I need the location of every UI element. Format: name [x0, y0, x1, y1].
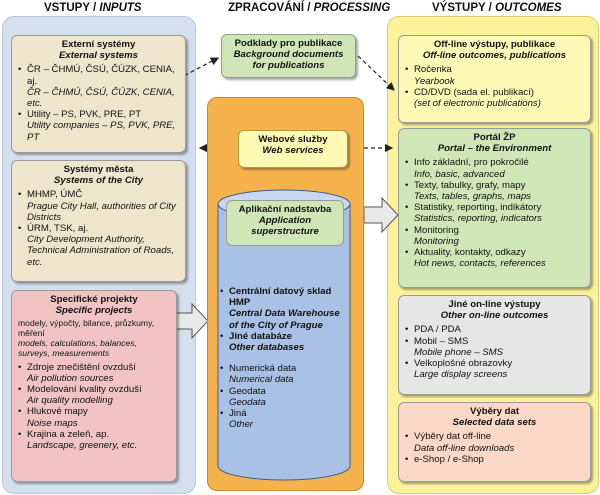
city-title-cz: Systémy města: [63, 164, 134, 175]
online-item: Velkoplošné obrazovky Large display scre…: [405, 358, 584, 380]
portal-item: Aktuality, kontakty, odkazy Hot news, co…: [405, 247, 584, 269]
portal-box: Portál ŽP Portal – the Environment Info …: [398, 128, 591, 288]
specific-title-en: Specific projects: [55, 305, 133, 317]
outputs-header: VÝSTUPY / OUTCOMES: [432, 2, 562, 14]
offline-item: Ročenka Yearbook: [405, 64, 584, 86]
online-item: Mobil – SMS Mobile phone – SMS: [405, 336, 584, 358]
specific-description: modely, výpočty, bilance, průzkumy, měře…: [18, 318, 155, 358]
db-item: Centrální datový sklad HMP Central Data …: [220, 286, 350, 331]
specific-item: Zdroje znečištění ovzduší Air pollution …: [18, 362, 170, 384]
city-title-en: Systems of the City: [53, 175, 144, 187]
city-item: MHMP, ÚMČ Prague City Hall, authorities …: [18, 189, 179, 223]
datasets-item: Výběry dat off-line Data off-line downlo…: [405, 431, 584, 453]
portal-item: Statistiky, reporting, indikátory Statis…: [405, 202, 584, 224]
specific-title-cz: Specifické projekty: [50, 294, 138, 305]
city-item: ÚRM, TSK, aj. City Development Authority…: [18, 223, 179, 268]
selected-data-sets-box: Výběry dat Selected data sets Výběry dat…: [398, 402, 591, 482]
block-arrow-outputs: [363, 196, 399, 234]
offline-item: CD/DVD (sada el. publikací) (set of elec…: [405, 87, 584, 109]
datasets-item: e-Shop / e-Shop: [405, 454, 584, 465]
specific-item: Modelování kvality ovzduší Air quality m…: [18, 384, 170, 406]
web-services-box: Webové služby Web services: [238, 130, 348, 168]
portal-item: Info základní, pro pokročilé Info, basic…: [405, 157, 584, 179]
db-plain-item: Numerická data Numerical data: [220, 363, 350, 385]
application-superstructure-box: Aplikační nadstavba Application superstr…: [226, 200, 344, 246]
specific-item: Krajina a zeleň, ap. Landscape, greenery…: [18, 429, 170, 451]
db-plain-item: Jiná Other: [220, 408, 350, 430]
db-item: Jiné databáze Other databases: [220, 331, 350, 353]
external-title-en: External systems: [59, 50, 138, 62]
db-plain-item: Geodata Geodata: [220, 386, 350, 408]
portal-item: Texty, tabulky, grafy, mapy Texts, table…: [405, 180, 584, 202]
database-content: Centrální datový sklad HMP Central Data …: [220, 283, 350, 430]
online-item: PDA / PDA: [405, 324, 584, 335]
specific-item: Hlukové mapy Noise maps: [18, 406, 170, 428]
external-systems-box: Externí systémy External systems ČR – ČH…: [11, 35, 186, 153]
city-systems-box: Systémy města Systems of the City MHMP, …: [11, 160, 186, 282]
other-online-outputs-box: Jiné on-line výstupy Other on-line outco…: [398, 295, 591, 395]
background-documents-box: Podklady pro publikace Background docume…: [221, 34, 356, 78]
inputs-header: VSTUPY / INPUTS: [44, 2, 142, 14]
processing-header: ZPRACOVÁNÍ / PROCESSING: [228, 2, 391, 14]
external-item: ČR – ČHMÚ, ČSÚ, ČÚZK, CENIA, aj. ČR – ČH…: [18, 64, 179, 109]
specific-projects-box: Specifické projekty Specific projects mo…: [11, 290, 177, 482]
external-title-cz: Externí systémy: [61, 39, 136, 50]
portal-item: Monitoring Monitoring: [405, 225, 584, 247]
external-item: Utility – PS, PVK, PRE, PT Utility compa…: [18, 109, 179, 143]
offline-outputs-box: Off-line výstupy, publikace Off-line out…: [398, 35, 591, 123]
connector-background-to-offline: [357, 55, 395, 91]
